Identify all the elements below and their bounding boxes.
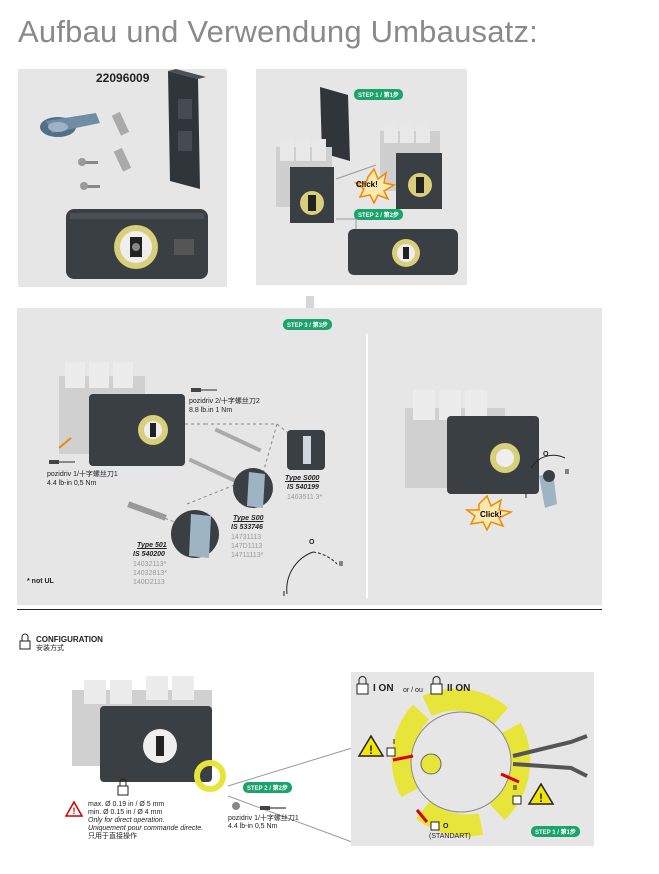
ii-on-label: II ON — [447, 683, 471, 694]
section-divider — [17, 609, 602, 610]
handle-mounting-illustration — [49, 334, 566, 598]
assembly-steps-panel: STEP 1 / 第1步 STEP 2 / 第2步 Click! — [256, 69, 467, 285]
padlock-ring-illustration: ! ! — [356, 676, 588, 837]
config-pozidriv-line2: 4.4 lb-in 0,5 Nm — [228, 823, 278, 830]
pozidriv1-line2: 4.4 lb-in 0,5 Nm — [47, 480, 97, 487]
type-501-label: Type 501 — [137, 542, 167, 549]
position-ii-label: II — [513, 785, 517, 792]
warning-line5: 只用于直接操作 — [88, 833, 137, 840]
type-s00-code2: 147D1113 — [231, 543, 263, 550]
pozidriv1-line1: pozidriv 1/十字螺丝刀1 — [47, 471, 118, 478]
config-pozidriv-line1: pozidriv 1/十字螺丝刀1 — [228, 815, 299, 822]
warning-line2: min. Ø 0.15 in / Ø 4 mm — [88, 809, 163, 816]
padlock-positions-panel: ! ! I ON or / ou II ON I II O (STANDART)… — [351, 672, 594, 846]
standart-label: (STANDART) — [429, 833, 471, 840]
type-s00-is: IS 533746 — [231, 524, 263, 531]
svg-text:!: ! — [369, 743, 373, 757]
type-s000-label: Type S000 — [285, 475, 320, 482]
connector-tab — [306, 296, 314, 308]
or-ou-label: or / ou — [403, 687, 423, 694]
dial-label-o: O — [309, 539, 315, 546]
type-501-code3: 140D2113 — [133, 579, 165, 586]
config-step2-badge: STEP 2 / 第2步 — [243, 782, 292, 793]
position-i-label: I — [393, 739, 395, 746]
handle-mounting-panel: STEP 3 / 第3步 — [17, 308, 602, 605]
type-501-code2: 14032813* — [133, 570, 167, 577]
type-501-is: IS 540200 — [133, 551, 165, 558]
step3-badge: STEP 3 / 第3步 — [283, 319, 332, 330]
step1-badge: STEP 1 / 第1步 — [354, 89, 403, 100]
right-dial-o: O — [543, 451, 549, 458]
config-heading-cn: 安装方式 — [36, 645, 64, 652]
svg-text:!: ! — [73, 806, 76, 816]
type-s000-is: IS 540199 — [287, 484, 319, 491]
dial-label-i: I — [283, 591, 285, 598]
svg-text:!: ! — [539, 791, 543, 805]
lock-step1-badge: STEP 1 / 第1步 — [531, 826, 580, 837]
dial-label-ii: II — [339, 561, 343, 568]
assembly-illustration — [276, 87, 458, 275]
click-label: Click! — [356, 180, 378, 189]
config-heading: CONFIGURATION — [36, 635, 103, 644]
right-dial-i: I — [525, 493, 527, 500]
i-on-label: I ON — [373, 683, 394, 694]
warning-line4: Uniquement pour commande directe. — [88, 825, 204, 832]
step2-badge: STEP 2 / 第2步 — [354, 209, 403, 220]
not-ul-note: * not UL — [27, 578, 54, 585]
type-s00-code3: 14711113* — [231, 552, 264, 559]
part-number: 22096009 — [96, 71, 150, 85]
type-s00-code1: 14731113 — [231, 534, 262, 541]
position-o-label: O — [443, 823, 449, 830]
right-dial-ii: II — [565, 469, 569, 476]
type-s00-label: Type S00 — [233, 515, 264, 522]
type-501-code1: 14032113* — [133, 561, 167, 568]
click-label-2: Click! — [480, 510, 502, 519]
page-title: Aufbau und Verwendung Umbausatz: — [18, 14, 538, 49]
pozidriv2-line2: 8.8 lb.in 1 Nm — [189, 407, 233, 414]
warning-line1: max. Ø 0.19 in / Ø 5 mm — [88, 801, 165, 808]
pozidriv2-line1: pozidriv 2/十字螺丝刀2 — [189, 398, 260, 405]
kit-contents-panel: 22096009 — [18, 69, 227, 287]
kit-parts-illustration — [40, 69, 208, 279]
warning-line3: Only for direct operation. — [88, 817, 165, 824]
type-s000-code: 1463511 3* — [287, 494, 323, 501]
